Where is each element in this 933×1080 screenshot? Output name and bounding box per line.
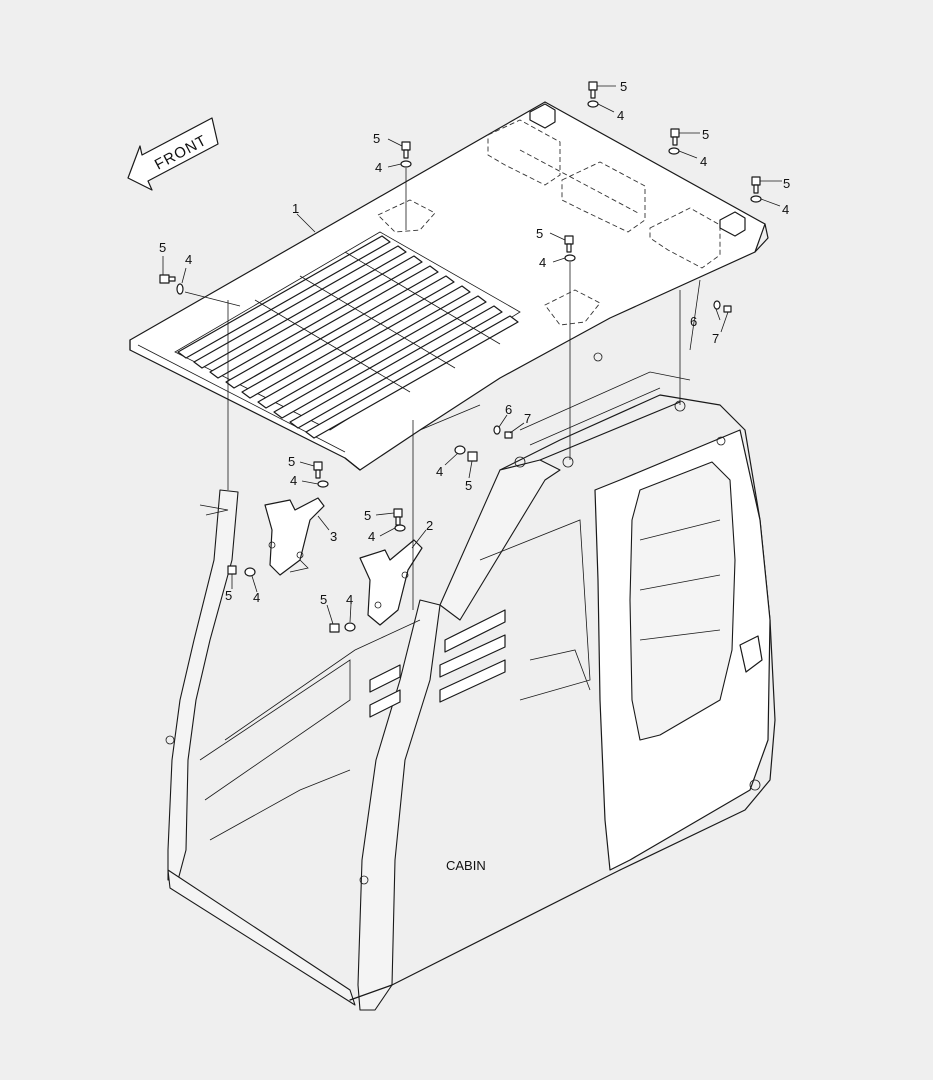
callout-4: 4 xyxy=(375,160,382,175)
callout-4: 4 xyxy=(782,202,789,217)
bracket-part-2 xyxy=(359,539,423,626)
roof-louvers xyxy=(177,235,519,439)
callout-4: 4 xyxy=(617,108,624,123)
cabin-side-vents xyxy=(369,609,506,718)
callout-4: 4 xyxy=(290,473,297,488)
callout-2: 2 xyxy=(426,518,433,533)
callout-5: 5 xyxy=(320,592,327,607)
callout-4: 4 xyxy=(185,252,192,267)
leader-lines xyxy=(162,85,782,625)
callout-5: 5 xyxy=(783,176,790,191)
callout-6: 6 xyxy=(505,402,512,417)
roof-panel-part-1 xyxy=(129,101,769,471)
callout-5: 5 xyxy=(225,588,232,603)
callout-numbers: 1 2 3 4 4 4 4 4 4 4 4 4 4 4 5 5 5 5 5 5 … xyxy=(159,79,790,607)
callout-5: 5 xyxy=(536,226,543,241)
callout-4: 4 xyxy=(346,592,353,607)
callout-4: 4 xyxy=(436,464,443,479)
cabin-body xyxy=(165,352,776,1011)
fasteners xyxy=(159,81,762,633)
front-direction-arrow: FRONT xyxy=(127,117,219,191)
callout-5: 5 xyxy=(373,131,380,146)
callout-1: 1 xyxy=(292,201,299,216)
callout-3: 3 xyxy=(330,529,337,544)
callout-4: 4 xyxy=(253,590,260,605)
callout-5: 5 xyxy=(620,79,627,94)
callout-5: 5 xyxy=(288,454,295,469)
callout-4: 4 xyxy=(368,529,375,544)
callout-5: 5 xyxy=(465,478,472,493)
callout-6: 6 xyxy=(690,314,697,329)
callout-7: 7 xyxy=(712,331,719,346)
callout-5: 5 xyxy=(159,240,166,255)
callout-4: 4 xyxy=(539,255,546,270)
callout-7: 7 xyxy=(524,411,531,426)
callout-5: 5 xyxy=(702,127,709,142)
callout-4: 4 xyxy=(700,154,707,169)
bracket-part-3 xyxy=(264,497,325,576)
cabin-label: CABIN xyxy=(446,858,486,873)
callout-5: 5 xyxy=(364,508,371,523)
roof-underside-brackets xyxy=(377,119,721,326)
